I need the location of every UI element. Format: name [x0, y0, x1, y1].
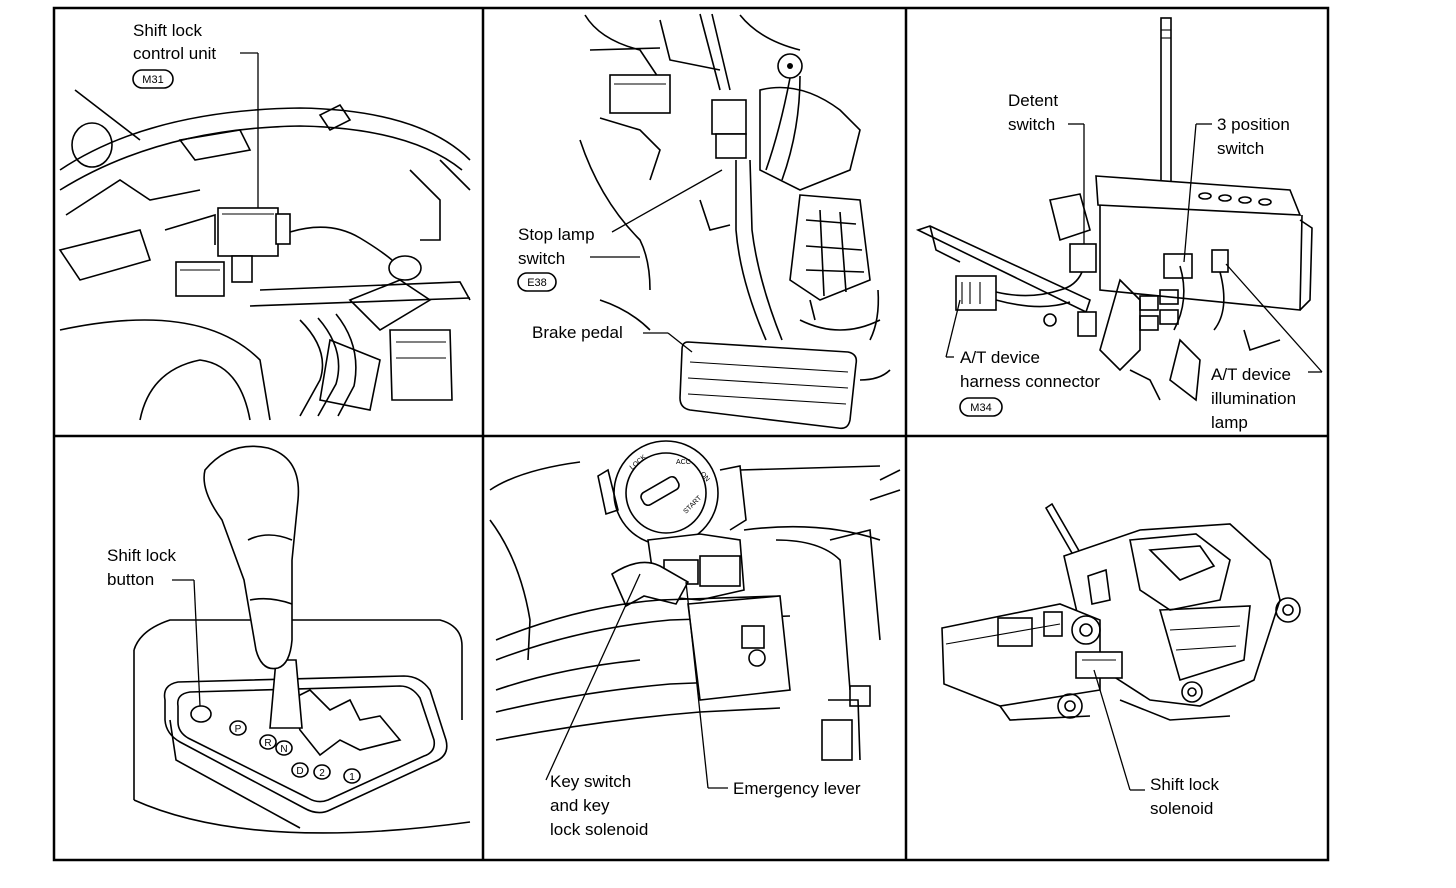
control-unit-label-line2: control unit [133, 44, 216, 63]
illumination-lamp-label-line2: illumination [1211, 389, 1296, 408]
gate-r-indicator: R [259, 734, 277, 750]
key-switch-label-line2: and key [550, 796, 610, 815]
key-switch-leader [545, 573, 641, 781]
connector-badge [132, 69, 174, 89]
stop-lamp-switch-label-line2: switch [518, 249, 565, 268]
steering-column-drawing: LOCK ACC ON START [489, 440, 901, 761]
gate-n-indicator: N [275, 740, 293, 756]
position-switch-label-line1: 3 position [1217, 115, 1290, 134]
panel-at-device-switches: Detent switch 3 position switch A/T devi… [915, 17, 1323, 432]
acc-position-mark: ACC [676, 459, 691, 466]
detent-switch-label-line2: switch [1008, 115, 1055, 134]
illumination-lamp-label-line3: lamp [1211, 413, 1248, 432]
panel-stop-lamp-switch: Stop lamp switch E38 Brake pedal [517, 13, 891, 430]
at-device-drawing [915, 17, 1313, 402]
gate-indicators: P R N D 2 1 [229, 720, 361, 784]
harness-connector-label-line2: harness connector [960, 372, 1100, 391]
connector-badge [959, 397, 1003, 417]
gate-2-indicator: 2 [313, 764, 331, 780]
svg-text:D: D [296, 766, 303, 777]
panel-shift-lock-button: P R N D 2 1 Shift l [107, 445, 471, 834]
connector-badge [517, 272, 557, 292]
detent-switch-label-line1: Detent [1008, 91, 1058, 110]
connector-code-m31: M31 [142, 74, 163, 86]
solenoid-label-line1: Shift lock [1150, 775, 1219, 794]
pedal-assembly-drawing [579, 13, 891, 430]
brake-pedal-label: Brake pedal [532, 323, 623, 342]
key-switch-label-line3: lock solenoid [550, 820, 648, 839]
emergency-lever-label: Emergency lever [733, 779, 861, 798]
key-switch-label-line1: Key switch [550, 772, 631, 791]
svg-text:2: 2 [319, 768, 325, 779]
control-unit-label-line1: Shift lock [133, 21, 202, 40]
panel-grid [52, 6, 1330, 862]
harness-connector-label-line1: A/T device [960, 348, 1040, 367]
connector-code-e38: E38 [527, 277, 547, 289]
svg-text:R: R [264, 738, 271, 749]
connector-code-m34: M34 [970, 402, 991, 414]
illumination-lamp-label-line1: A/T device [1211, 365, 1291, 384]
stop-lamp-switch-label-line1: Stop lamp [518, 225, 595, 244]
gate-1-indicator: 1 [343, 768, 361, 784]
stop-lamp-leader [611, 169, 723, 233]
gate-p-indicator: P [229, 720, 247, 736]
svg-text:N: N [280, 744, 287, 755]
panel-key-switch: LOCK ACC ON START [489, 440, 901, 839]
solenoid-assembly-drawing [941, 502, 1301, 721]
gate-d-indicator: D [291, 762, 309, 778]
selector-lever-drawing [133, 445, 471, 834]
solenoid-label-line2: solenoid [1150, 799, 1213, 818]
panel-shift-lock-control-unit: Shift lock control unit M31 [58, 21, 471, 421]
position-switch-label-line2: switch [1217, 139, 1264, 158]
dashboard-drawing [58, 89, 471, 421]
panel-shift-lock-solenoid: Shift lock solenoid [941, 502, 1301, 818]
svg-text:1: 1 [349, 772, 355, 783]
svg-text:P: P [235, 724, 242, 735]
shift-lock-button-label-line2: button [107, 570, 154, 589]
shift-lock-button-label-line1: Shift lock [107, 546, 176, 565]
